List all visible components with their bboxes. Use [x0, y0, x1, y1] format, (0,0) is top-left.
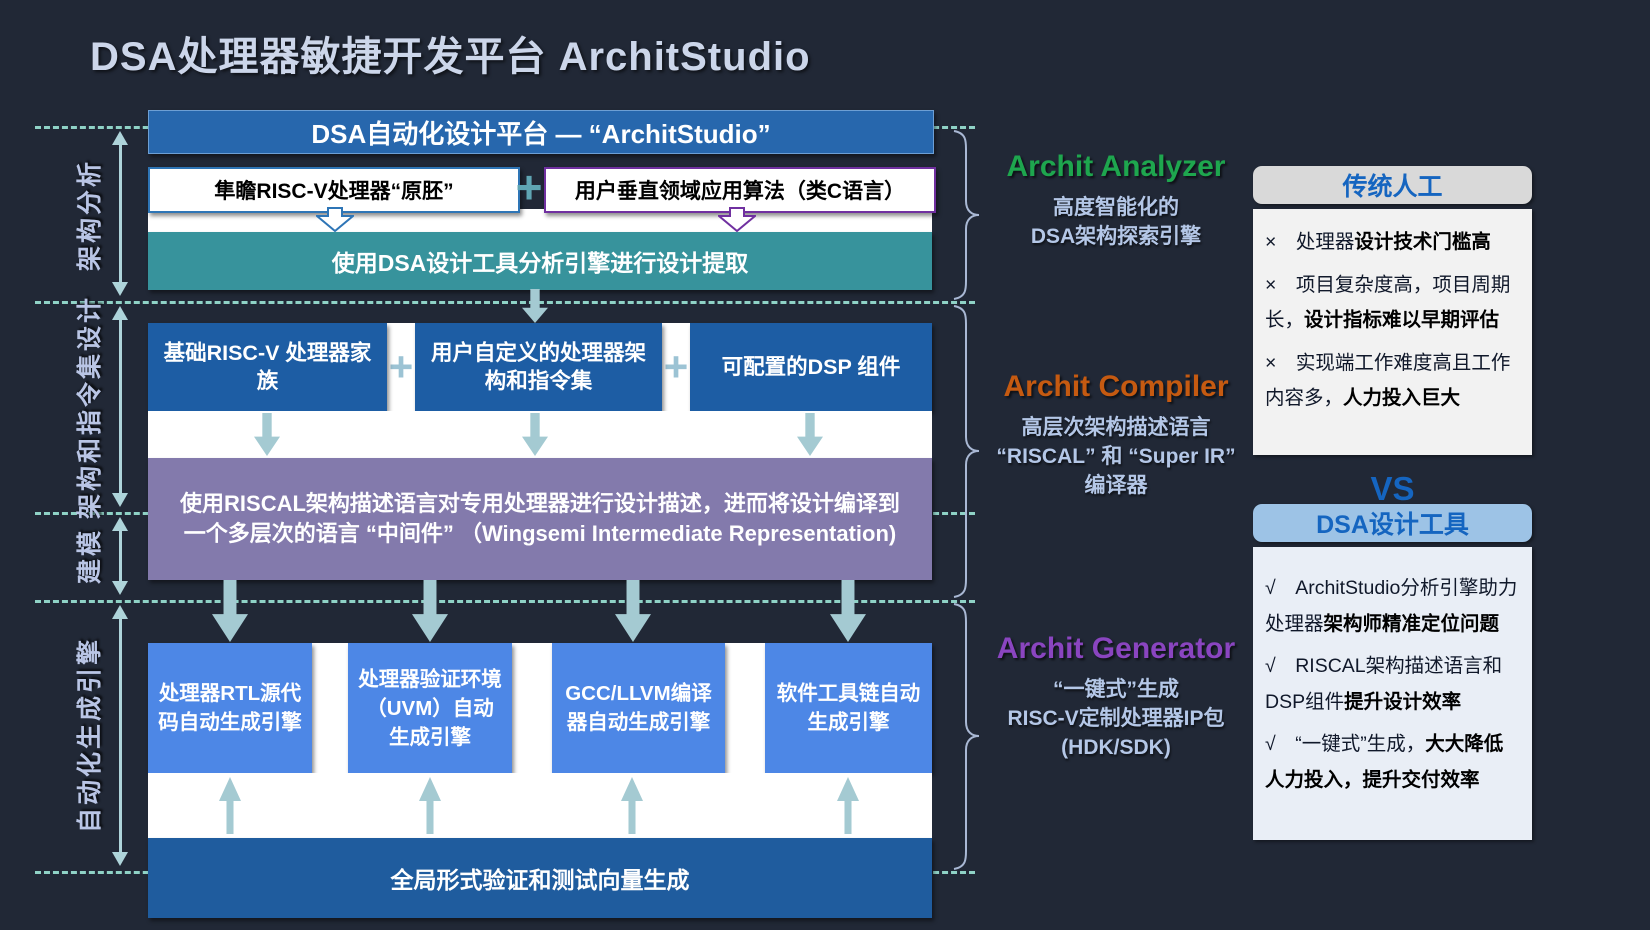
dsa-tool-panel: √ ArchitStudio分析引擎助力处理器架构师精准定位问题 √ RISCA…	[1253, 547, 1532, 840]
plus-icon: +	[515, 161, 543, 213]
annotation-desc: “一键式”生成 RISC-V定制处理器IP包 (HDK/SDK)	[1007, 678, 1225, 759]
rail-label-auto-generation: 自动化生成引擎	[76, 636, 104, 834]
annotation-title: Archit Analyzer	[1006, 150, 1226, 183]
vs-label: VS	[1370, 470, 1415, 507]
annotation-desc: 高度智能化的 DSA架构探索引擎	[1030, 196, 1202, 248]
rail-label-architecture-analysis: 架构分析	[76, 158, 104, 272]
traditional-header: 传统人工	[1253, 166, 1532, 204]
arrow-down-icon	[412, 580, 448, 642]
dashed-divider-2	[35, 301, 975, 304]
arrow-up-icon	[419, 777, 441, 834]
page-title: DSA处理器敏捷开发平台 ArchitStudio	[90, 35, 811, 79]
traditional-item: × 项目复杂度高，项目周期长，设计指标难以早期评估	[1265, 273, 1511, 332]
rail-span-arrow-3	[112, 517, 128, 595]
node-user-algorithm-input: 用户垂直领域应用算法（类C语言）	[544, 167, 936, 213]
platform-banner: DSA自动化设计平台 — “ArchitStudio”	[148, 110, 934, 154]
brace-generator	[953, 603, 980, 870]
node-riscv-blank-input: 隼瞻RISC-V处理器“原胚”	[148, 167, 520, 213]
rail-span-arrow-4	[112, 605, 128, 866]
traditional-panel: × 处理器设计技术门槛高 × 项目复杂度高，项目周期长，设计指标难以早期评估 ×…	[1253, 209, 1532, 455]
rail-label-modeling: 建模	[76, 527, 104, 585]
arrow-up-icon	[621, 777, 643, 834]
node-base-riscv-family: 基础RISC-V 处理器家族	[148, 323, 387, 411]
node-rtl-generator: 处理器RTL源代码自动生成引擎	[148, 643, 312, 773]
node-global-verification: 全局形式验证和测试向量生成	[148, 838, 932, 918]
hollow-arrow-down-icon	[718, 207, 756, 232]
arrow-up-icon	[219, 777, 241, 834]
dashed-divider-4	[35, 600, 975, 603]
traditional-item: × 处理器设计技术门槛高	[1265, 231, 1491, 253]
plus-icon: +	[388, 343, 414, 390]
hollow-arrow-down-icon	[316, 207, 354, 232]
connector-strip-3	[148, 773, 932, 838]
node-design-extraction: 使用DSA设计工具分析引擎进行设计提取	[148, 232, 932, 290]
arrow-down-icon	[522, 413, 548, 456]
annotation-archit-compiler: Archit Compiler 高层次架构描述语言 “RISCAL” 和 “Su…	[980, 370, 1252, 500]
node-uvm-generator: 处理器验证环境（UVM）自动生成引擎	[348, 643, 512, 773]
annotation-desc: 高层次架构描述语言 “RISCAL” 和 “Super IR” 编译器	[996, 416, 1236, 497]
component-row: 基础RISC-V 处理器家族 + 用户自定义的处理器架构和指令集 + 可配置的D…	[148, 323, 932, 411]
arrow-down-icon	[212, 580, 248, 642]
brace-compiler	[953, 305, 980, 598]
annotation-archit-generator: Archit Generator “一键式”生成 RISC-V定制处理器IP包 …	[980, 632, 1252, 762]
rail-label-arch-isa-design: 架构和指令集设计	[76, 294, 104, 520]
dsa-tool-header: DSA设计工具	[1253, 504, 1532, 542]
arrow-down-icon	[797, 413, 823, 456]
rail-span-arrow-1	[112, 131, 128, 296]
annotation-title: Archit Compiler	[1003, 370, 1229, 403]
annotation-archit-analyzer: Archit Analyzer 高度智能化的 DSA架构探索引擎	[980, 150, 1252, 251]
node-configurable-dsp: 可配置的DSP 组件	[690, 323, 932, 411]
rail-span-arrow-2	[112, 306, 128, 507]
arrow-down-icon	[615, 580, 651, 642]
engine-row: 处理器RTL源代码自动生成引擎 处理器验证环境（UVM）自动生成引擎 GCC/L…	[148, 643, 932, 773]
plus-icon: +	[663, 343, 689, 390]
arrow-down-icon	[254, 413, 280, 456]
node-riscal-description: 使用RISCAL架构描述语言对专用处理器进行设计描述，进而将设计编译到一个多层次…	[148, 458, 932, 580]
arrow-down-icon	[522, 289, 548, 323]
node-gcc-llvm-generator: GCC/LLVM编译器自动生成引擎	[552, 643, 725, 773]
arrow-up-icon	[837, 777, 859, 834]
dsa-tool-item: √ RISCAL架构描述语言和DSP组件提升设计效率	[1265, 655, 1503, 713]
node-custom-arch-isa: 用户自定义的处理器架构和指令集	[415, 323, 662, 411]
traditional-item: × 实现端工作难度高且工作内容多，人力投入巨大	[1265, 351, 1511, 410]
dsa-tool-item: √ ArchitStudio分析引擎助力处理器架构师精准定位问题	[1265, 577, 1518, 635]
arrow-down-icon	[830, 580, 866, 642]
node-toolchain-generator: 软件工具链自动生成引擎	[765, 643, 932, 773]
brace-analyzer	[953, 130, 980, 300]
annotation-title: Archit Generator	[996, 632, 1236, 665]
connector-strip-2	[148, 411, 932, 458]
dsa-tool-item: √ “一键式”生成，大大降低人力投入，提升交付效率	[1265, 733, 1504, 791]
